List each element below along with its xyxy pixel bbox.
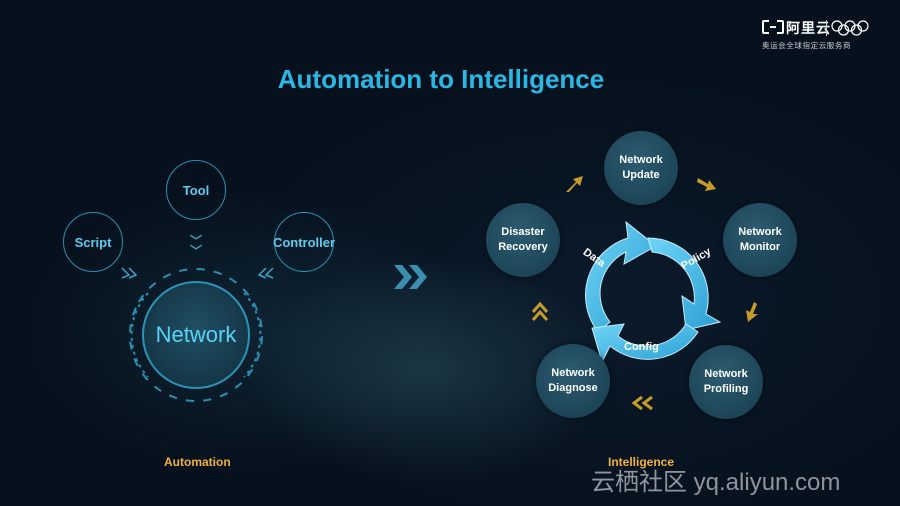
automation-caption: Automation: [164, 455, 231, 469]
controller-node: Controller: [273, 212, 335, 272]
cycle-label-config: Config: [624, 341, 659, 353]
chevron-down-icon: ﹀﹀: [190, 234, 203, 258]
cycle-arrows: [585, 220, 722, 364]
gold-arrow-icon: [746, 302, 758, 322]
node-disaster-recovery: Disaster Recovery: [486, 203, 560, 277]
node-network-update: Network Update: [604, 131, 678, 205]
tool-node: Tool: [166, 160, 226, 220]
intelligence-caption: Intelligence: [608, 455, 675, 469]
watermark: 云栖社区 yq.aliyun.com: [591, 469, 841, 496]
chevron-left-down-icon: [257, 267, 274, 279]
aliyun-logo-icon: [762, 20, 784, 34]
chevron-right-down-icon: [121, 267, 138, 279]
double-chevron-right-icon: [394, 265, 427, 289]
network-hub: Network: [142, 281, 250, 389]
gold-arrow-icon: [566, 176, 583, 192]
brand-divider: [826, 20, 827, 36]
page-title: Automation to Intelligence: [277, 64, 605, 94]
gold-arrow-icon: [697, 178, 716, 191]
brand-name: 阿里云: [786, 20, 831, 36]
gold-arrow-icon: [531, 301, 549, 321]
gold-arrow-icon: [631, 395, 653, 411]
script-node: Script: [63, 212, 123, 272]
node-network-monitor: Network Monitor: [723, 203, 797, 277]
node-network-diagnose: Network Diagnose: [536, 344, 610, 418]
network-hub-ring: [129, 268, 263, 402]
olympic-rings-icon: [831, 20, 869, 36]
node-network-profiling: Network Profiling: [689, 345, 763, 419]
brand-subtitle: 奥运会全球指定云服务商: [762, 41, 852, 50]
brand: 阿里云 奥运会全球指定云服务商: [762, 18, 872, 52]
